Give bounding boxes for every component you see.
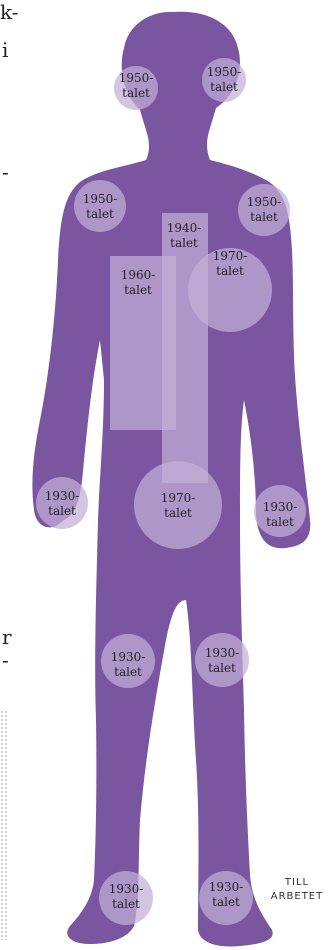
tag-head-right-label: 1950-talet [207,65,242,94]
tag-knee-right-patch [195,633,249,687]
credit-text: TILL ARBETET [262,876,332,904]
tag-foot-left-label: 1930-talet [109,882,144,911]
tag-hand-left-label: 1930-talet [45,489,80,518]
tag-crotch-label: 1970-talet [161,491,196,520]
tag-chest-rect-label: 1960-talet [121,268,156,297]
tag-hand-left-patch [36,477,88,529]
tag-chest-circle-label: 1970-talet [213,249,248,278]
tag-shoulder-left-patch [74,180,126,232]
tag-foot-right-label: 1930-talet [209,880,244,909]
tag-shoulder-right-label: 1950-talet [247,195,282,224]
tag-knee-left-label: 1930-talet [111,650,146,679]
tag-zipper-label: 1940-talet [167,221,202,250]
tag-hand-right-label: 1930-talet [263,500,298,529]
tag-shoulder-left-label: 1950-talet [83,192,118,221]
tag-crotch-patch [134,461,222,549]
tag-knee-right-label: 1930-talet [205,646,240,675]
tag-head-left-label: 1950-talet [119,71,154,100]
credit-line-1: TILL [262,876,332,890]
credit-line-2: ARBETET [262,890,332,904]
